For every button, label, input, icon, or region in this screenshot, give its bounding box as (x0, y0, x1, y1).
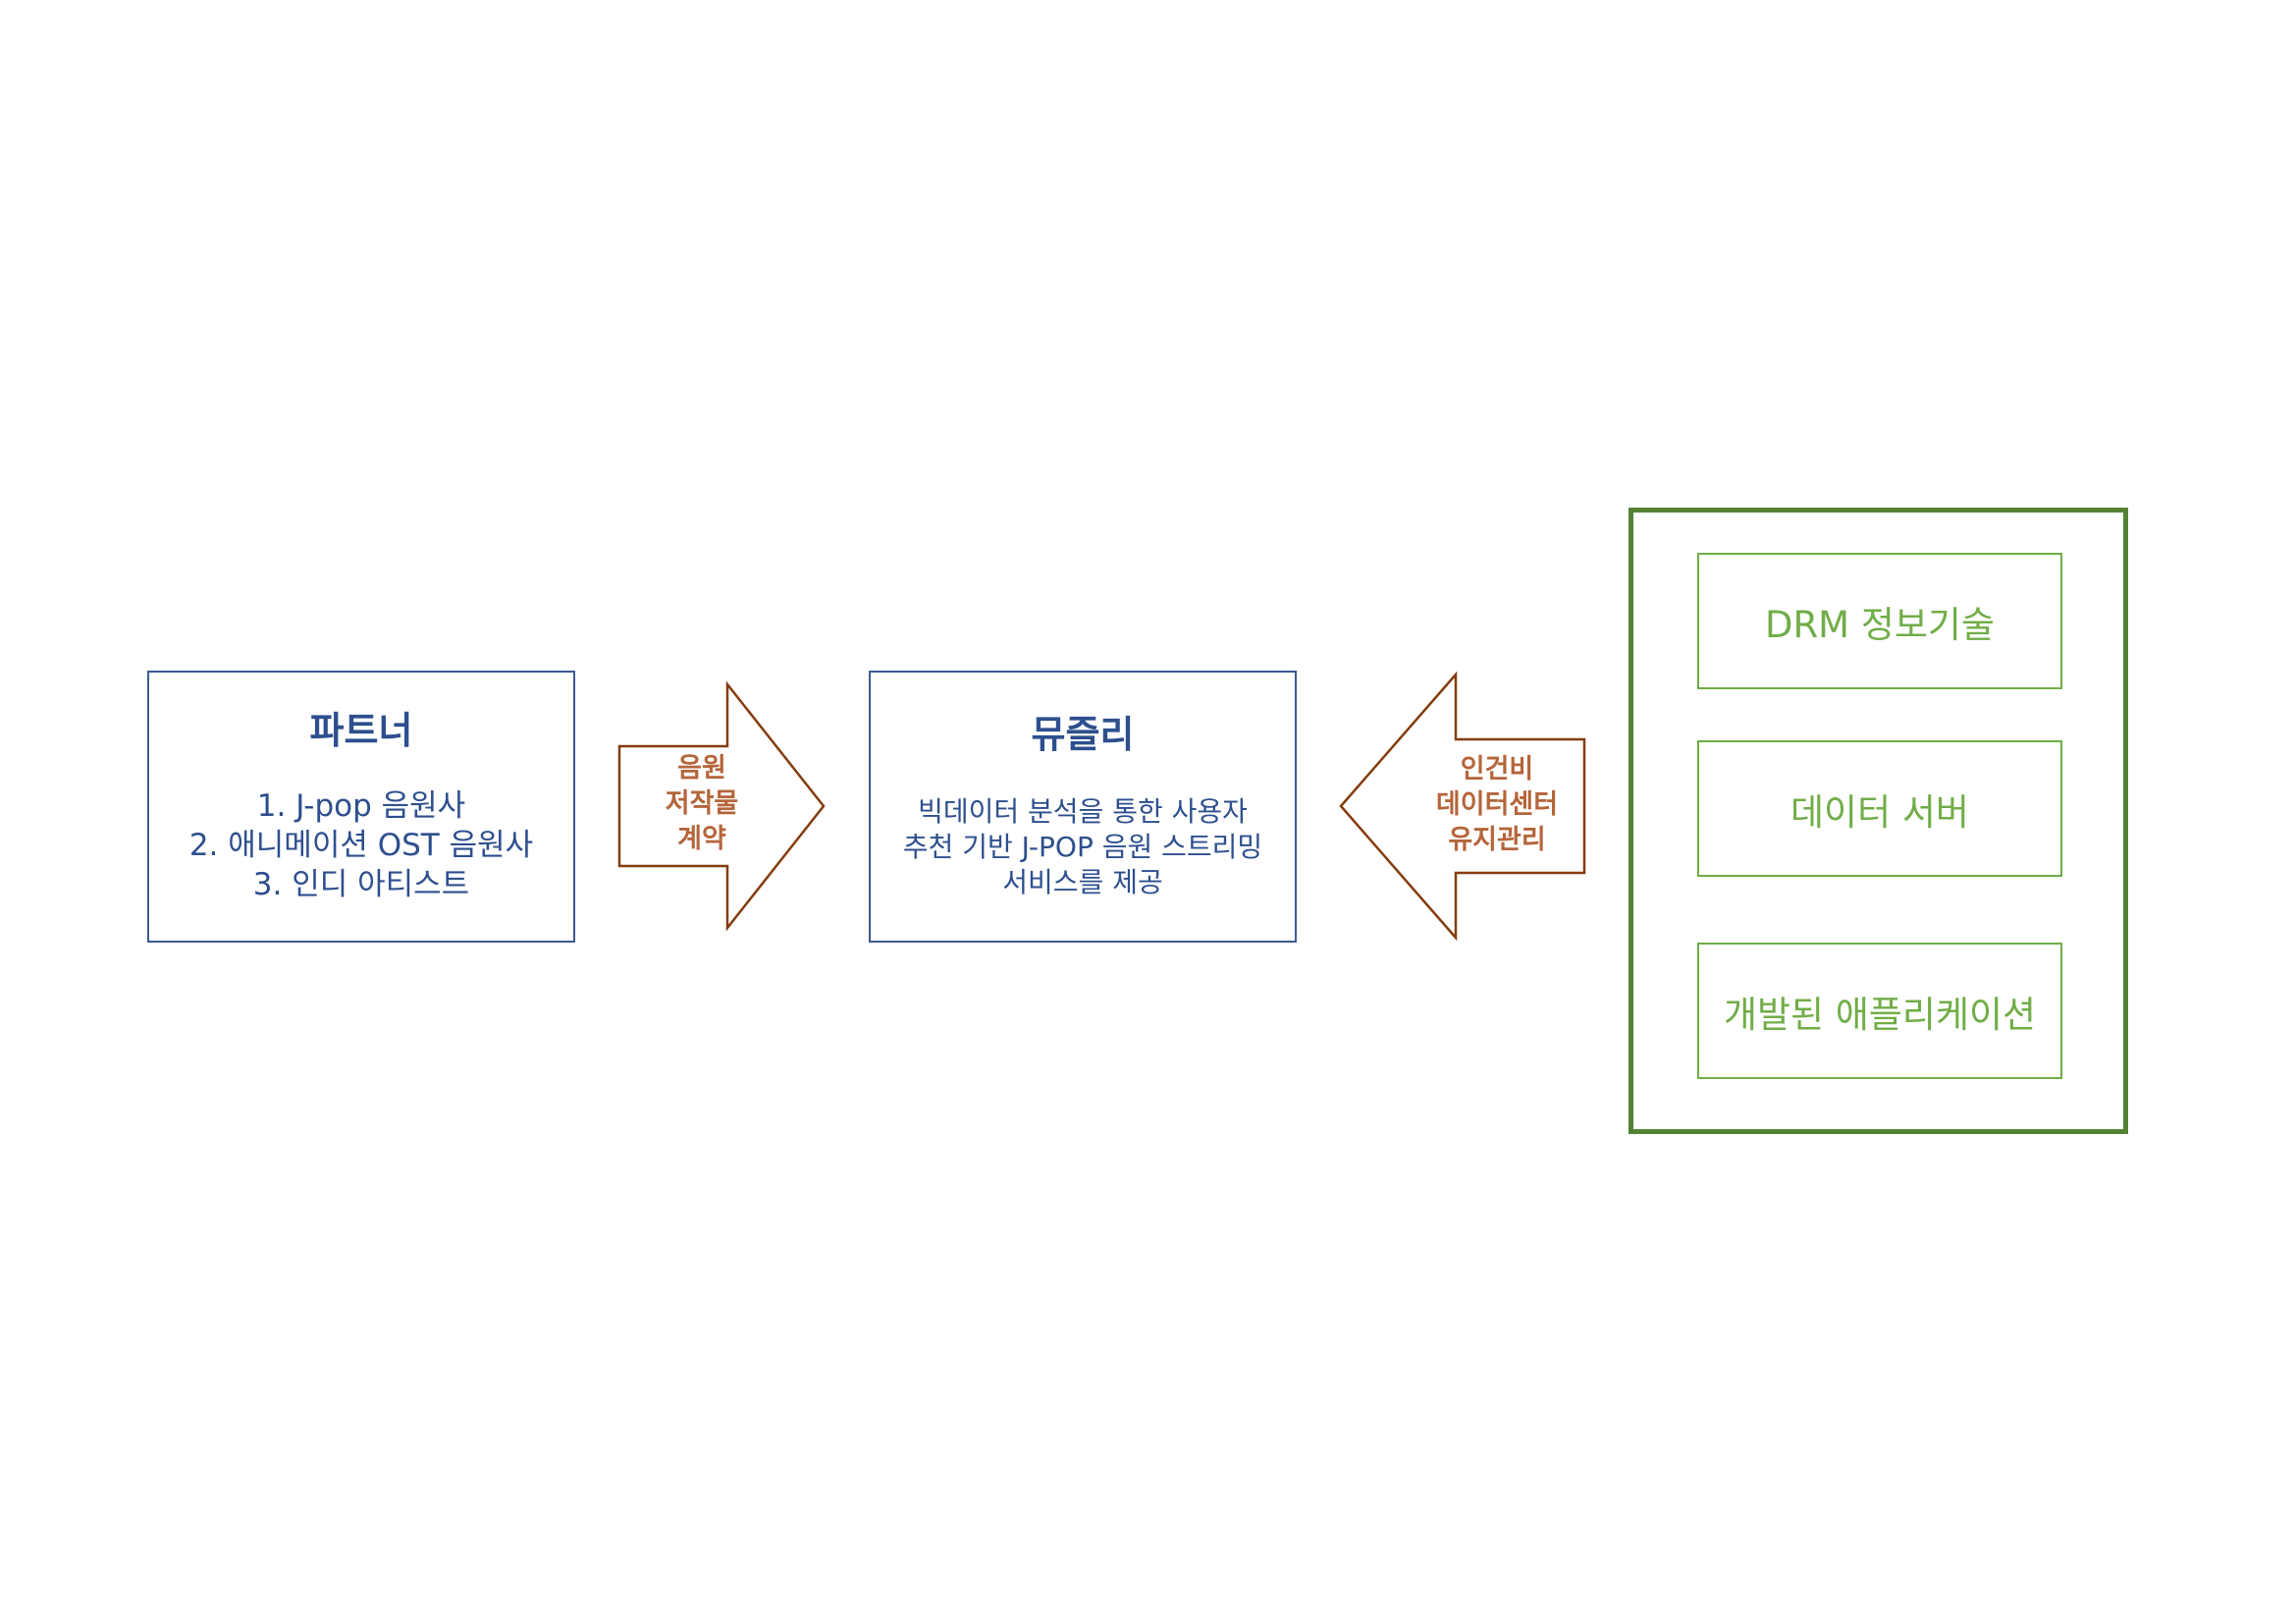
arrow-right-outline (617, 680, 826, 932)
partner-item: 2. 애니메이션 OST 음원사 (188, 828, 534, 864)
arrow-left-shape (1339, 671, 1586, 942)
partner-item: 1. J-pop 음원사 (256, 788, 466, 825)
partner-title: 파트너 (309, 708, 413, 752)
musli-description-line: 서비스를 제공 (1002, 866, 1163, 899)
partner-item: 3. 인디 아티스트 (252, 867, 470, 903)
arrow-right-label-line: 음원 (677, 753, 726, 784)
musli-description-line: 빅데이터 분석을 통한 사용자 (918, 795, 1248, 829)
arrow-right-label-line: 계약 (677, 824, 726, 854)
musli-title: 뮤즐리 (1031, 712, 1135, 756)
tech-item-data-server: 데이터 서버 (1697, 740, 2062, 877)
arrow-left-outline (1339, 671, 1586, 942)
arrow-left-label-line: 인건비 (1460, 754, 1534, 785)
tech-container (1629, 508, 2128, 1134)
tech-item-application: 개발된 애플리케이션 (1697, 943, 2062, 1079)
arrow-left-label-line: 유지관리 (1448, 825, 1546, 855)
musli-description-line: 추천 기반 J-POP 음원 스트리밍 (902, 831, 1263, 864)
partner-list: 1. J-pop 음원사 2. 애니메이션 OST 음원사 3. 인디 아티스트 (189, 786, 533, 904)
musli-box: 뮤즐리 빅데이터 분석을 통한 사용자 추천 기반 J-POP 음원 스트리밍 … (869, 671, 1297, 943)
arrow-right-label: 음원 저작물 계약 (628, 751, 775, 857)
arrow-right-label-line: 저작물 (665, 788, 739, 819)
arrow-left-label-line: 데이터센터 (1435, 789, 1559, 820)
partner-box: 파트너 1. J-pop 음원사 2. 애니메이션 OST 음원사 3. 인디 … (147, 671, 575, 943)
musli-description: 빅데이터 분석을 통한 사용자 추천 기반 J-POP 음원 스트리밍 서비스를… (903, 794, 1262, 900)
tech-item-drm: DRM 정보기술 (1697, 553, 2062, 689)
arrow-left-label: 인건비 데이터센터 유지관리 (1414, 752, 1580, 858)
arrow-right-shape (617, 680, 826, 932)
